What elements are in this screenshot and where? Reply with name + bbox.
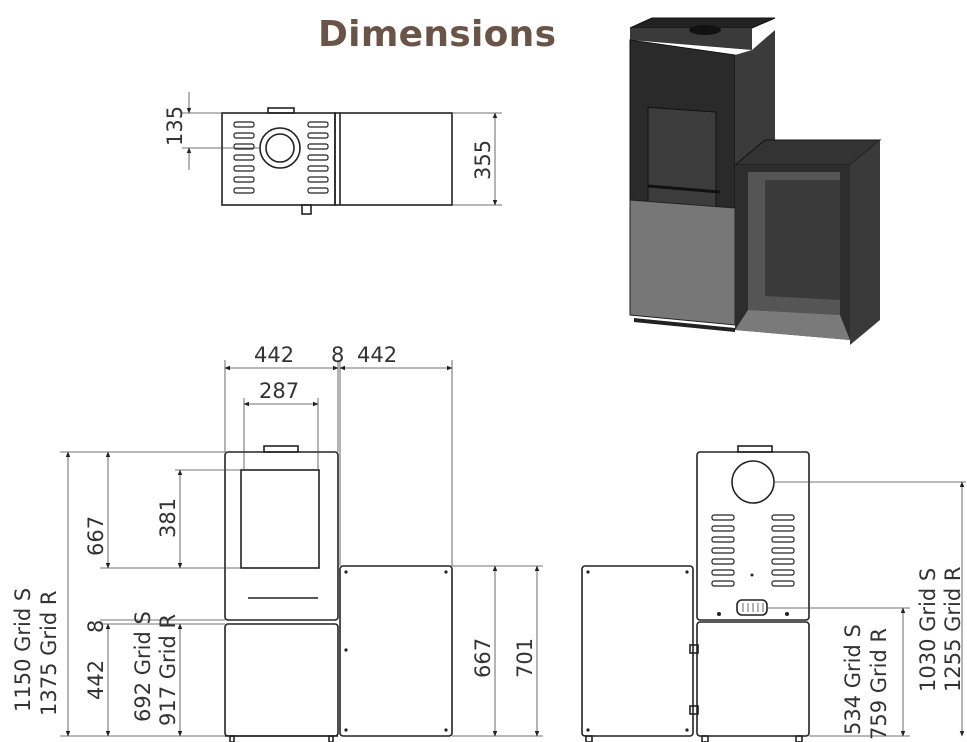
wood-store-rear-outline (581, 565, 694, 737)
top-view: 135 355 (163, 92, 502, 215)
dim-759-grid-r: 759 Grid R (867, 628, 891, 740)
front-view: 442 8 442 287 1150 Grid S 1375 Grid R 66… (11, 343, 543, 742)
dim-1150-grid-s: 1150 Grid S (11, 588, 35, 712)
dim-534-grid-s: 534 Grid S (841, 624, 865, 735)
dim-8-gap: 8 (331, 343, 344, 367)
rear-vents-left (711, 514, 735, 587)
dim-667-upper: 667 (84, 516, 108, 556)
wood-store-top-outline (334, 112, 453, 206)
dim-355: 355 (471, 140, 495, 180)
stove-glass-door (240, 469, 320, 569)
top-vents-left (233, 121, 255, 194)
dim-8-gap-vertical: 8 (84, 620, 108, 633)
stove-rear-upper-outline (696, 451, 810, 621)
dim-442-lower: 442 (84, 660, 108, 700)
rear-flue-outlet (731, 460, 775, 504)
rear-vents-right (771, 514, 795, 587)
dim-701-store: 701 (513, 638, 537, 678)
dim-287-glass: 287 (259, 379, 299, 403)
stove-3d-render (629, 17, 882, 345)
page-title: Dimensions (318, 14, 557, 55)
dim-692-grid-s: 692 Grid S (131, 611, 155, 722)
rear-view: 534 Grid S 759 Grid R 1030 Grid S 1255 G… (581, 445, 966, 742)
dim-1375-grid-r: 1375 Grid R (37, 591, 61, 716)
dim-442-stove: 442 (254, 343, 294, 367)
rear-air-inlet (736, 599, 768, 616)
dim-1030-grid-s: 1030 Grid S (916, 568, 940, 692)
dim-442-store: 442 (357, 343, 397, 367)
stove-upper-outline (224, 451, 339, 621)
dim-135: 135 (163, 106, 187, 146)
wood-store-front-outline (339, 565, 453, 737)
stove-rear-lower-outline (696, 621, 810, 737)
dim-381-glass: 381 (156, 498, 180, 538)
dim-667-store: 667 (471, 638, 495, 678)
dim-1255-grid-r: 1255 Grid R (941, 567, 965, 692)
top-vents-right (307, 121, 329, 194)
stove-lower-outline (224, 623, 339, 737)
dim-917-grid-r: 917 Grid R (156, 614, 180, 726)
flue-collar-inner (265, 133, 295, 163)
